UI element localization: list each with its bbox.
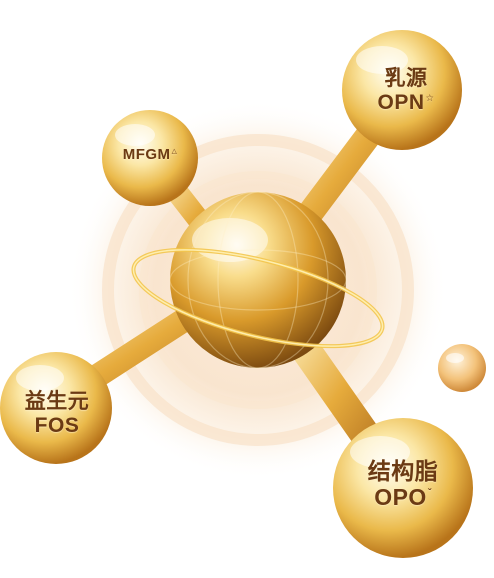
orbit-ring-glow <box>132 249 384 347</box>
opo-mark: ˇ <box>427 488 432 500</box>
bubble-opn <box>342 30 462 150</box>
bubble-opo <box>333 418 473 558</box>
bubble-mfgm <box>102 110 198 206</box>
opn-line2: OPN <box>377 90 425 114</box>
halo-ring <box>102 134 414 446</box>
opn-mark: ☆ <box>425 92 435 104</box>
label-fos: 益生元 FOS <box>8 390 106 437</box>
mfgm-text: MFGM <box>122 146 171 163</box>
opo-line2: OPO <box>374 483 427 510</box>
halo-ring-inner <box>139 171 377 409</box>
mfgm-mark: △ <box>171 148 178 155</box>
bubble-fos <box>0 352 112 464</box>
label-opo: 结构脂 OPOˇ <box>343 458 463 511</box>
opo-line1: 结构脂 <box>367 458 439 484</box>
small-sphere <box>438 344 486 392</box>
opn-line1: 乳源 <box>384 67 428 90</box>
fos-line1: 益生元 <box>24 390 90 413</box>
fos-line2: FOS <box>34 413 80 437</box>
label-mfgm: MFGM△ <box>100 146 200 164</box>
label-opn: 乳源 OPN☆ <box>352 67 460 114</box>
